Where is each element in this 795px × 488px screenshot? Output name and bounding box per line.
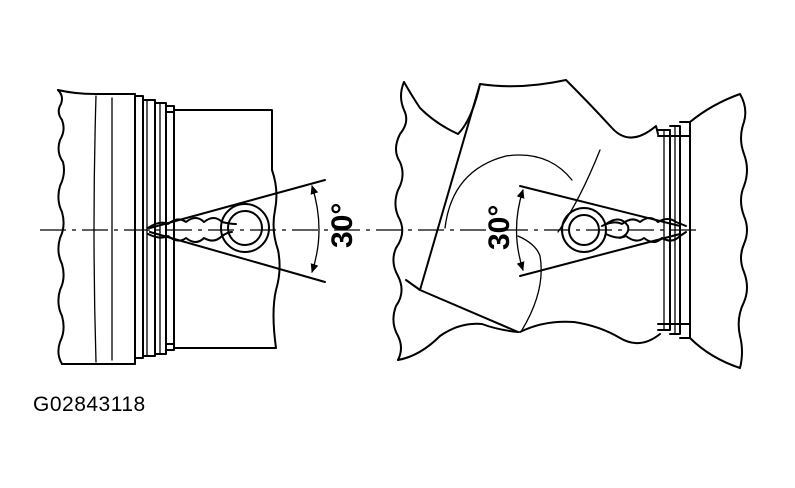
left-angle-label: 30° xyxy=(326,203,359,248)
right-ring-coil xyxy=(561,207,630,253)
right-piston-head xyxy=(689,93,748,369)
right-ring-lands xyxy=(657,121,691,339)
left-piston-view: 30° xyxy=(57,89,359,365)
left-piston-stem xyxy=(173,109,281,349)
left-ring-coil xyxy=(220,203,270,253)
figure-code: G02843118 xyxy=(33,393,146,416)
right-tool-block xyxy=(405,83,601,333)
right-angle-label: 30° xyxy=(483,205,516,250)
right-wedge-lines xyxy=(519,185,681,277)
left-wedge-lines xyxy=(149,179,326,283)
right-angle-arc xyxy=(515,189,525,271)
right-cylinder-outline xyxy=(403,79,659,139)
left-piston-body xyxy=(57,89,136,365)
right-piston-view: 30° xyxy=(392,79,748,369)
left-angle-arc xyxy=(310,185,320,273)
